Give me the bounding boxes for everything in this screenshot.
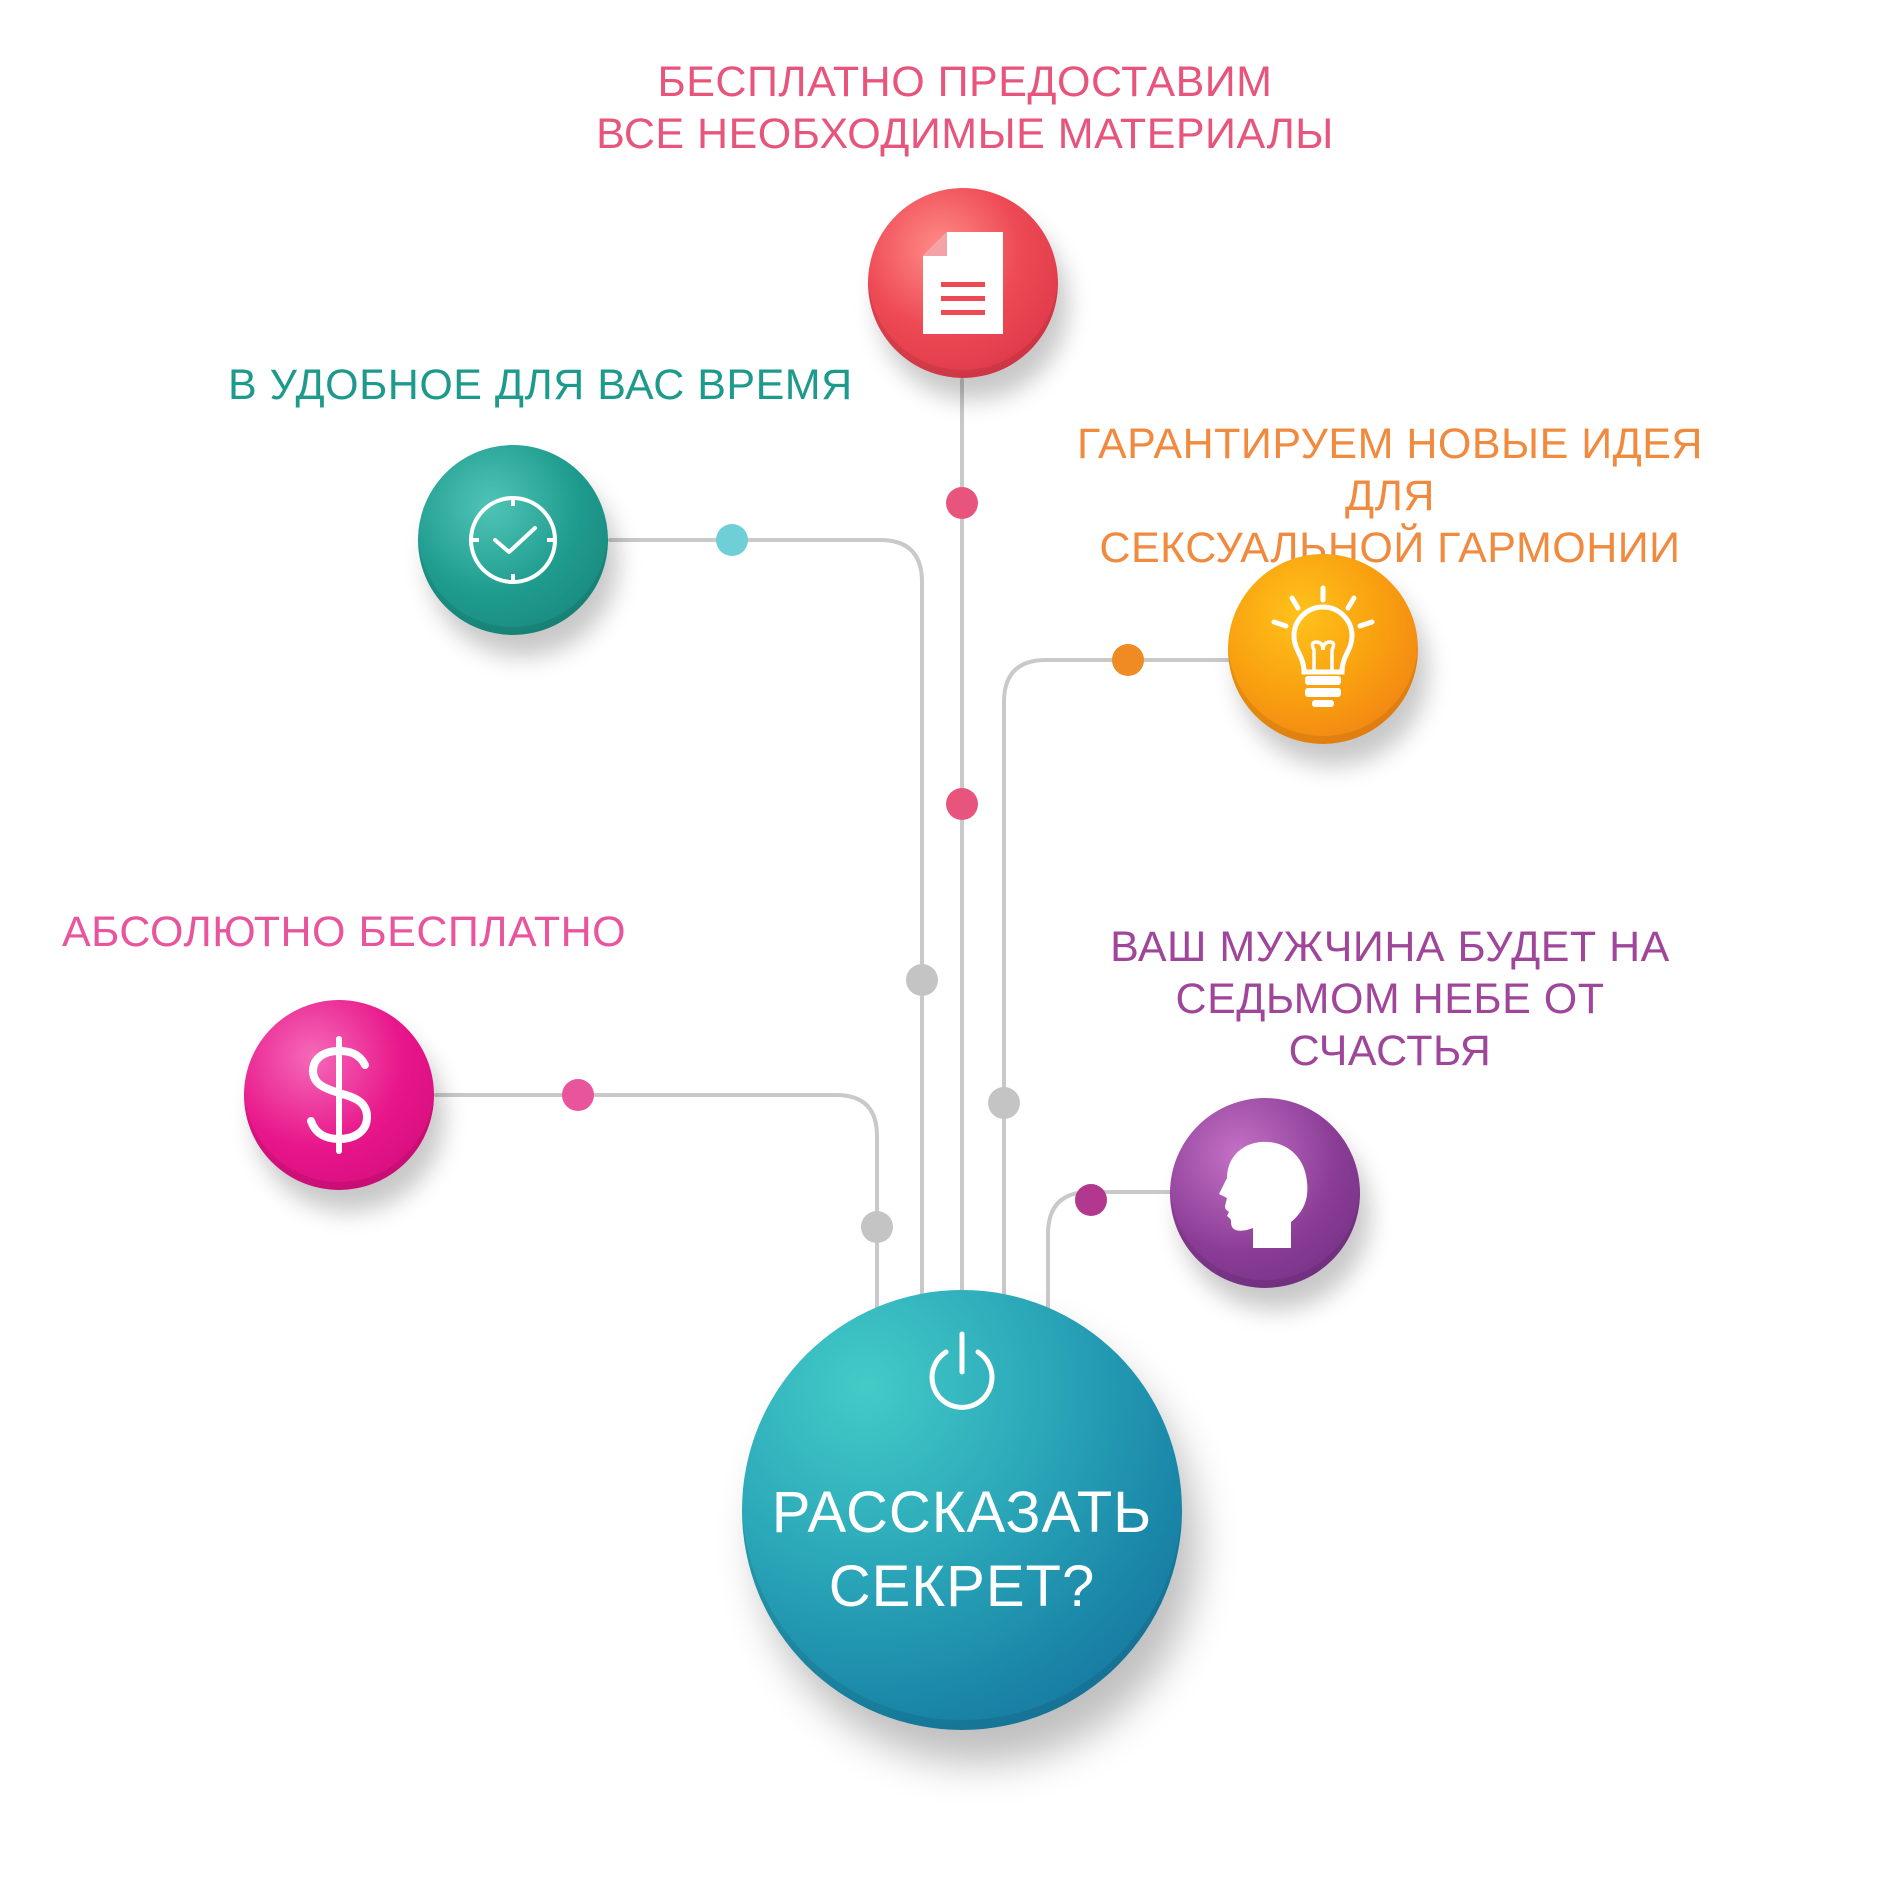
node-happiness[interactable] bbox=[1170, 1098, 1360, 1288]
label-materials-line2: ВСЕ НЕОБХОДИМЫЕ МАТЕРИАЛЫ bbox=[596, 110, 1334, 158]
node-materials[interactable] bbox=[868, 188, 1058, 378]
connector-happiness bbox=[1046, 1190, 1182, 1332]
node-time[interactable] bbox=[418, 445, 608, 635]
label-materials: БЕСПЛАТНО ПРЕДОСТАВИМ ВСЕ НЕОБХОДИМЫЕ МА… bbox=[560, 56, 1370, 160]
node-ideas[interactable] bbox=[1228, 554, 1418, 744]
center-label-line2: СЕКРЕТ? bbox=[828, 1554, 1096, 1619]
connector-ideas bbox=[1002, 658, 1234, 1302]
dot-time bbox=[716, 524, 748, 556]
connector-time bbox=[608, 538, 924, 1302]
dot-free-gray bbox=[861, 1211, 893, 1243]
dot-free bbox=[562, 1079, 594, 1111]
center-label: РАССКАЗАТЬ СЕКРЕТ? bbox=[742, 1476, 1182, 1624]
label-happiness-line2: СЕДЬМОМ НЕБЕ ОТ СЧАСТЬЯ bbox=[1175, 975, 1605, 1075]
label-free: АБСОЛЮТНО БЕСПЛАТНО bbox=[62, 906, 626, 958]
power-icon bbox=[929, 1331, 995, 1410]
dot-ideas-gray bbox=[988, 1087, 1020, 1119]
label-time: В УДОБНОЕ ДЛЯ ВАС ВРЕМЯ bbox=[228, 359, 853, 411]
dollar-icon bbox=[307, 1036, 372, 1154]
label-free-line1: АБСОЛЮТНО БЕСПЛАТНО bbox=[62, 908, 627, 956]
dot-happiness bbox=[1075, 1184, 1107, 1216]
label-time-line1: В УДОБНОЕ ДЛЯ ВАС ВРЕМЯ bbox=[228, 361, 853, 409]
label-ideas-line1: ГАРАНТИРУЕМ НОВЫЕ ИДЕЯ ДЛЯ bbox=[1077, 420, 1703, 520]
document-icon bbox=[923, 232, 1003, 334]
dot-materials-1 bbox=[946, 487, 978, 519]
dot-materials-2 bbox=[946, 788, 978, 820]
connector-free bbox=[434, 1093, 879, 1312]
head-icon bbox=[1219, 1141, 1308, 1248]
node-free[interactable] bbox=[244, 1000, 434, 1190]
label-happiness-line1: ВАШ МУЖЧИНА БУДЕТ НА bbox=[1110, 923, 1670, 971]
center-node[interactable]: РАССКАЗАТЬ СЕКРЕТ? bbox=[742, 1290, 1182, 1730]
label-materials-line1: БЕСПЛАТНО ПРЕДОСТАВИМ bbox=[657, 58, 1273, 106]
label-happiness: ВАШ МУЖЧИНА БУДЕТ НА СЕДЬМОМ НЕБЕ ОТ СЧА… bbox=[1090, 921, 1690, 1077]
lightbulb-icon bbox=[1271, 585, 1375, 707]
center-label-line1: РАССКАЗАТЬ bbox=[771, 1480, 1153, 1545]
dot-ideas bbox=[1112, 644, 1144, 676]
dot-time-gray bbox=[906, 964, 938, 996]
label-ideas-line2: СЕКСУАЛЬНОЙ ГАРМОНИИ bbox=[1099, 524, 1681, 572]
label-ideas: ГАРАНТИРУЕМ НОВЫЕ ИДЕЯ ДЛЯ СЕКСУАЛЬНОЙ Г… bbox=[1030, 418, 1750, 574]
clock-icon bbox=[469, 496, 557, 584]
